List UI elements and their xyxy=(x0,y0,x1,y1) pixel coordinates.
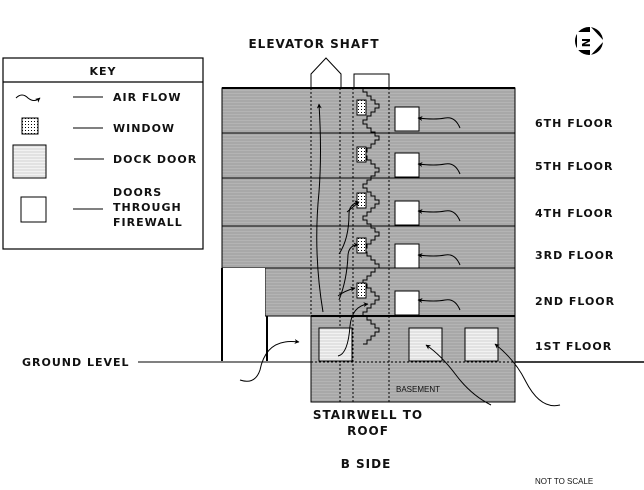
firewall-door-icon xyxy=(20,196,47,223)
floor-labels: 6TH FLOOR 5TH FLOOR 4TH FLOOR 3RD FLOOR … xyxy=(535,117,615,353)
window-icon xyxy=(21,117,39,135)
side-label: B SIDE xyxy=(341,457,392,471)
stairwell-roof xyxy=(353,73,390,89)
dock-doors xyxy=(318,327,499,362)
key-label-window: WINDOW xyxy=(113,122,175,135)
second-floor xyxy=(264,267,516,317)
stairwell-label-line2: ROOF xyxy=(347,424,389,438)
air-flow-icon xyxy=(15,94,41,103)
firewall-doors xyxy=(394,106,420,316)
ground-level-label: GROUND LEVEL xyxy=(22,356,130,369)
elevator-shaft-label: ELEVATOR SHAFT xyxy=(248,37,379,51)
dock-door-icon xyxy=(12,144,47,179)
key-legend: KEY AIR FLOW WINDOW DOCK DOOR DOORS THRO… xyxy=(2,57,204,250)
floor-label-4: 4TH FLOOR xyxy=(535,207,614,220)
floor-label-3: 3RD FLOOR xyxy=(535,249,614,262)
compass-label: N xyxy=(579,38,592,47)
floor-label-2: 2ND FLOOR xyxy=(535,295,615,308)
north-arrow-icon: N xyxy=(575,26,604,56)
upper-floors xyxy=(221,87,516,269)
annex xyxy=(222,268,265,360)
basement-label: BASEMENT xyxy=(396,385,440,394)
stairwell-stairs xyxy=(362,88,380,345)
windows xyxy=(356,99,367,299)
key-label-air-flow: AIR FLOW xyxy=(113,91,182,104)
air-flow-arrows xyxy=(239,103,561,407)
floor-label-1: 1ST FLOOR xyxy=(535,340,612,353)
elevator-shaft-roof xyxy=(310,57,342,89)
key-heading: KEY xyxy=(89,65,116,78)
key-label-doors-line1: DOORS xyxy=(113,186,162,199)
stairwell-label-line1: STAIRWELL TO xyxy=(313,408,423,422)
key-label-doors-line3: FIREWALL xyxy=(113,216,183,229)
key-label-dock-door: DOCK DOOR xyxy=(113,153,197,166)
key-label-doors-line2: THROUGH xyxy=(113,201,182,214)
scale-note: NOT TO SCALE xyxy=(535,477,593,486)
floor-label-6: 6TH FLOOR xyxy=(535,117,614,130)
floor-label-5: 5TH FLOOR xyxy=(535,160,614,173)
